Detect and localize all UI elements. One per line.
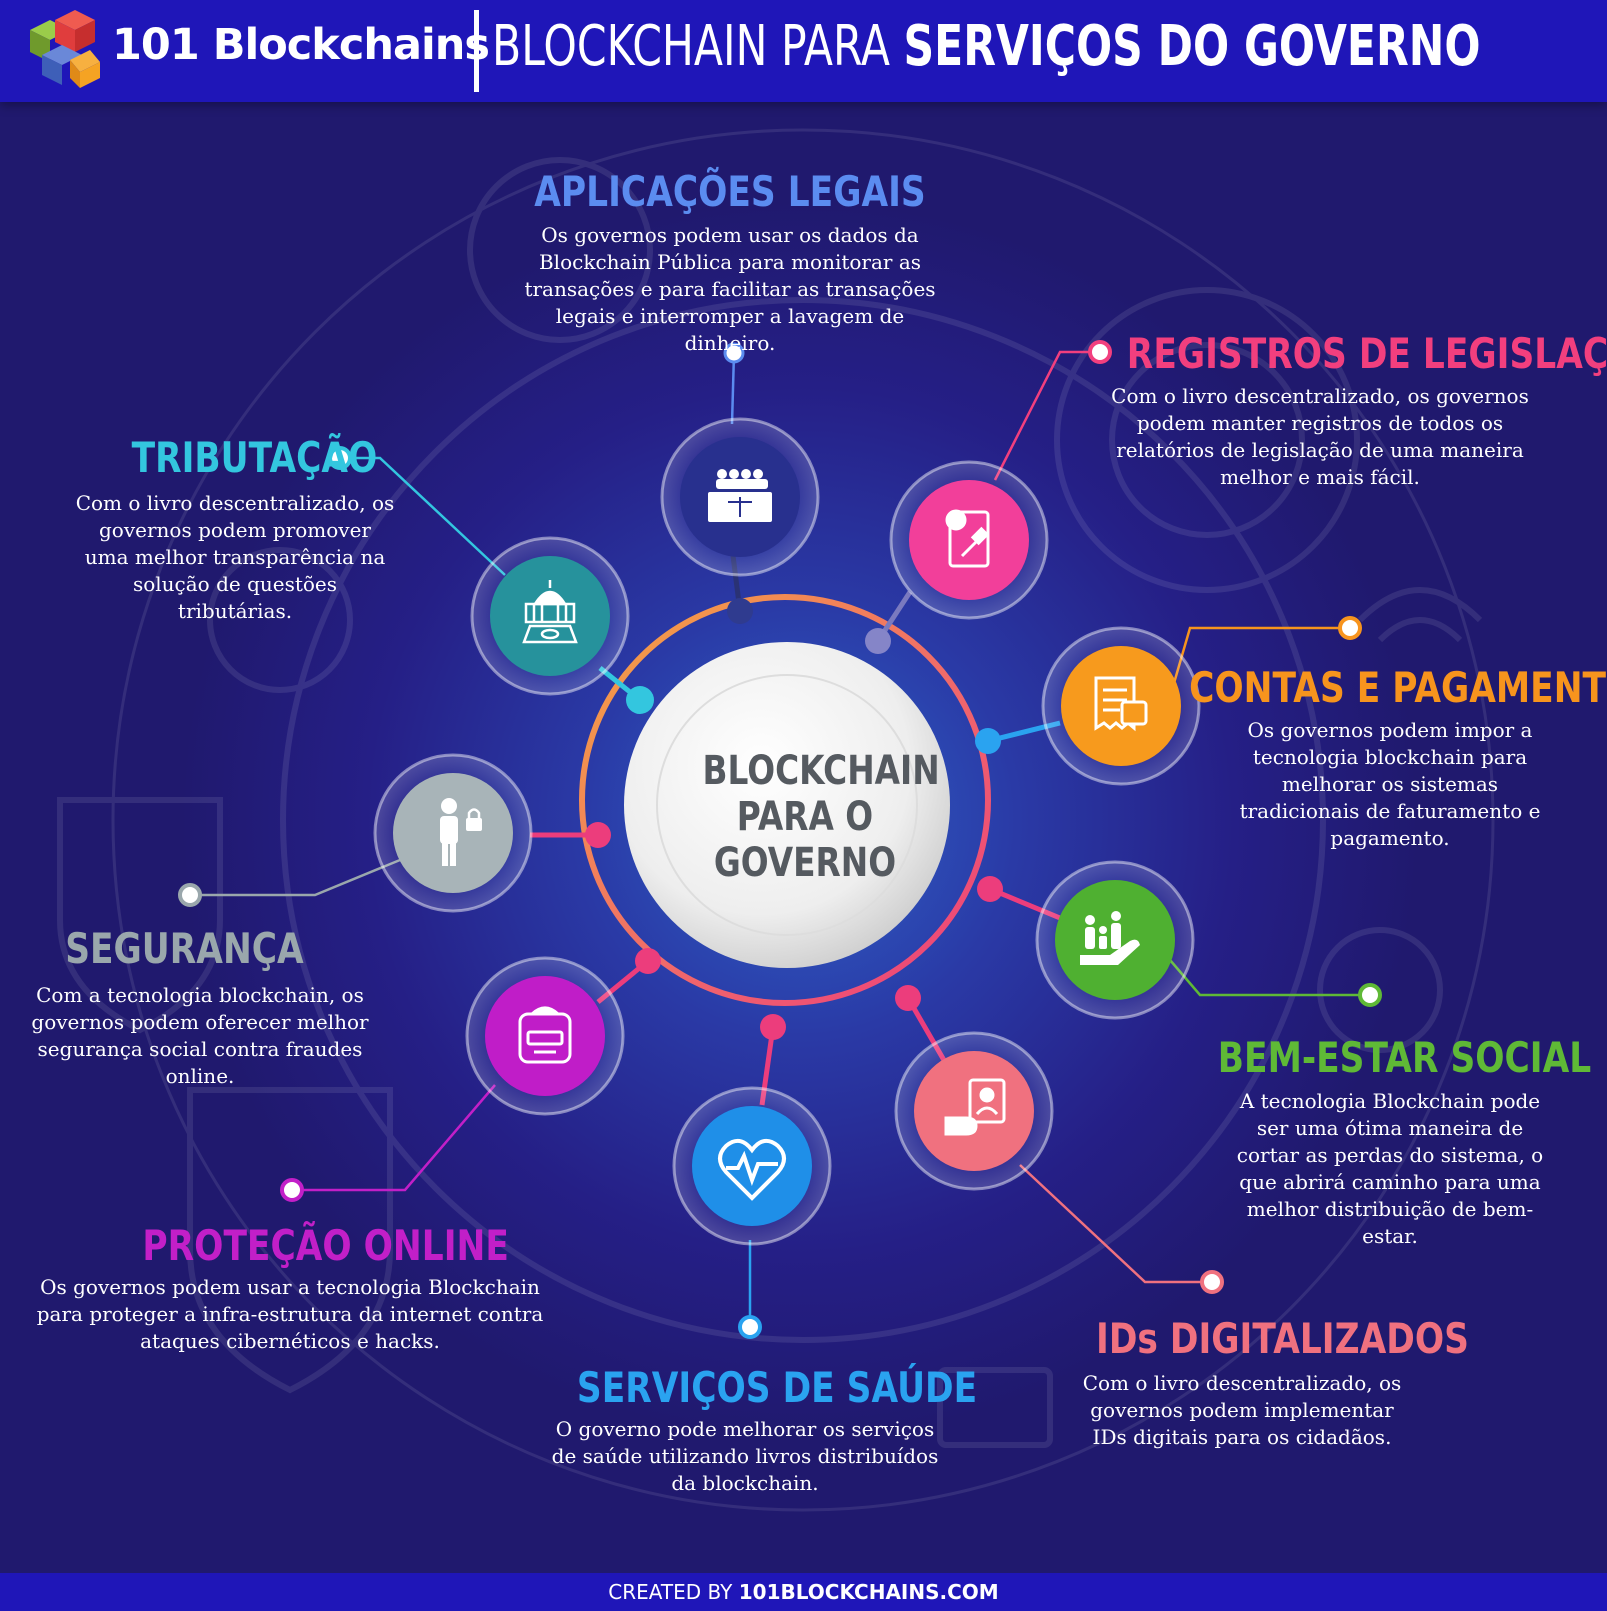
brand-name: 101 Blockchains xyxy=(112,20,490,70)
background-decor xyxy=(57,128,1495,1512)
footer-prefix: CREATED BY xyxy=(608,1580,739,1604)
header-divider xyxy=(474,10,479,92)
desc-protecao-online: Os governos podem usar a tecnologia Bloc… xyxy=(36,1275,544,1353)
courtroom-icon xyxy=(708,469,772,522)
connector-seguranca xyxy=(178,822,611,907)
heading-aplicacoes-legais: APLICAÇÕES LEGAIS xyxy=(534,167,926,216)
desc-bem-estar-social: A tecnologia Blockchain pode ser uma óti… xyxy=(1236,1089,1544,1248)
center-line-3: GOVERNO xyxy=(713,840,897,886)
police-robot-icon xyxy=(518,1006,572,1064)
bubble-seguranca xyxy=(373,753,533,913)
bubble-bem-estar-social xyxy=(1035,860,1195,1020)
center-line-1: BLOCKCHAIN xyxy=(702,748,940,794)
family-hand-icon xyxy=(1080,911,1140,965)
heading-tributacao: TRIBUTAÇÃO xyxy=(131,433,378,482)
desc-seguranca: Com a tecnologia blockchain, os governos… xyxy=(31,983,369,1088)
legal-document-icon xyxy=(945,509,990,568)
heading-protecao-online: PROTEÇÃO ONLINE xyxy=(142,1221,509,1270)
brand-logo-cubes xyxy=(30,10,100,88)
heading-ids-digitalizados: IDs DIGITALIZADOS xyxy=(1096,1314,1469,1363)
desc-aplicacoes-legais: Os governos podem usar os dados da Block… xyxy=(524,223,936,355)
bubble-aplicacoes-legais xyxy=(660,417,820,577)
center-disc xyxy=(624,642,950,968)
desc-tributacao: Com o livro descentralizado, os governos… xyxy=(75,491,395,623)
person-lock-icon xyxy=(440,798,482,866)
connector-tributacao xyxy=(328,446,654,714)
center-label: BLOCKCHAIN PARA O GOVERNO xyxy=(702,748,940,886)
desc-ids-digitalizados: Com o livro descentralizado, os governos… xyxy=(1082,1371,1402,1449)
heading-seguranca: SEGURANÇA xyxy=(65,924,304,973)
center-line-2: PARA O xyxy=(736,794,874,840)
heartbeat-icon xyxy=(718,1138,786,1201)
header-bar xyxy=(0,0,1607,102)
desc-contas-e-pagamentos: Os governos podem impor a tecnologia blo… xyxy=(1239,718,1541,850)
bubble-registros-de-legislacao xyxy=(889,460,1049,620)
bubble-ids-digitalizados xyxy=(894,1031,1054,1191)
heading-registros-de-legislacao: REGISTROS DE LEGISLAÇÃO xyxy=(1126,329,1607,378)
bubble-tributacao xyxy=(470,536,630,696)
connector-registros-de-legislacao xyxy=(865,340,1112,654)
title-light: BLOCKCHAIN PARA xyxy=(492,14,904,79)
connector-servicos-de-saude xyxy=(738,1014,786,1339)
footer-site-link[interactable]: 101BLOCKCHAINS.COM xyxy=(738,1580,999,1604)
bubble-servicos-de-saude xyxy=(672,1086,832,1246)
page-title: BLOCKCHAIN PARA SERVIÇOS DO GOVERNO xyxy=(492,14,1481,79)
bubble-contas-e-pagamentos xyxy=(1041,626,1201,786)
bubble-protecao-online xyxy=(465,956,625,1116)
footer-bar: CREATED BY 101BLOCKCHAINS.COM xyxy=(0,1573,1607,1611)
heading-servicos-de-saude: SERVIÇOS DE SAÚDE xyxy=(576,1363,978,1412)
title-bold: SERVIÇOS DO GOVERNO xyxy=(903,14,1481,79)
heading-bem-estar-social: BEM-ESTAR SOCIAL xyxy=(1217,1033,1592,1082)
capitol-building-icon xyxy=(522,580,578,644)
central-ring xyxy=(579,594,991,1006)
desc-servicos-de-saude: O governo pode melhorar os serviços de s… xyxy=(551,1417,939,1495)
desc-registros-de-legislacao: Com o livro descentralizado, os governos… xyxy=(1111,384,1529,489)
id-card-icon xyxy=(944,1078,1006,1136)
bill-wallet-icon xyxy=(1094,676,1148,732)
heading-contas-e-pagamentos: CONTAS E PAGAMENTOS xyxy=(1189,663,1607,712)
